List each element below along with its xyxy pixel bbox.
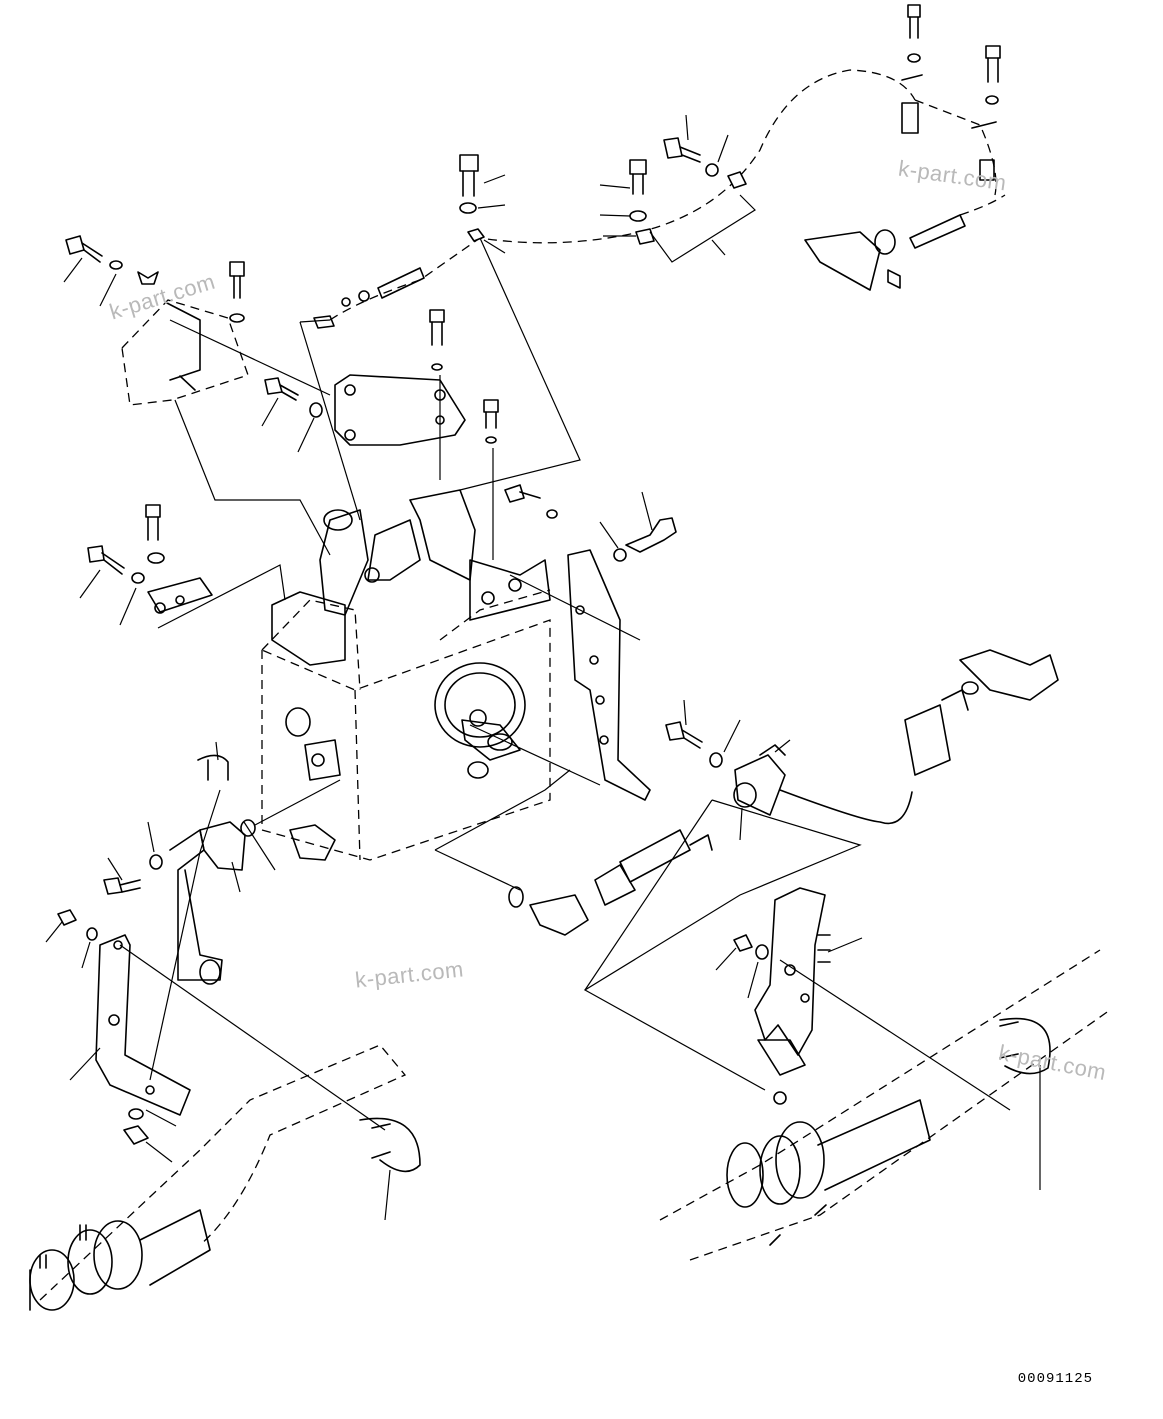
lower-right-bracket: [715, 887, 1011, 1111]
upper-left-bracket: [121, 299, 249, 406]
bolt-top-right-pair: [599, 114, 756, 263]
left-mounting-plate: [79, 504, 286, 629]
bolt-upper-left: [63, 235, 123, 307]
pipe-elbow: [299, 267, 425, 521]
wing-nut-upper-left: [137, 271, 159, 285]
lower-right-axle: [659, 949, 1111, 1261]
right-vertical-bracket: [509, 491, 677, 801]
diagram-code: 00091125: [1017, 1371, 1093, 1387]
transmission-body: [261, 489, 551, 861]
left-l-bracket: [45, 909, 386, 1163]
lower-center-hose: [434, 769, 713, 936]
left-lever: [103, 741, 341, 1081]
bolt-mid-left: [261, 377, 323, 453]
center-bracket: [334, 309, 558, 560]
right-control-unit: [665, 649, 1059, 841]
top-right-bracket: [804, 4, 1001, 291]
bolt-upper-mid-left: [229, 261, 245, 323]
bolt-top-center: [459, 154, 581, 491]
lower-left-axle: [29, 1044, 421, 1311]
control-cable: [329, 69, 1006, 321]
